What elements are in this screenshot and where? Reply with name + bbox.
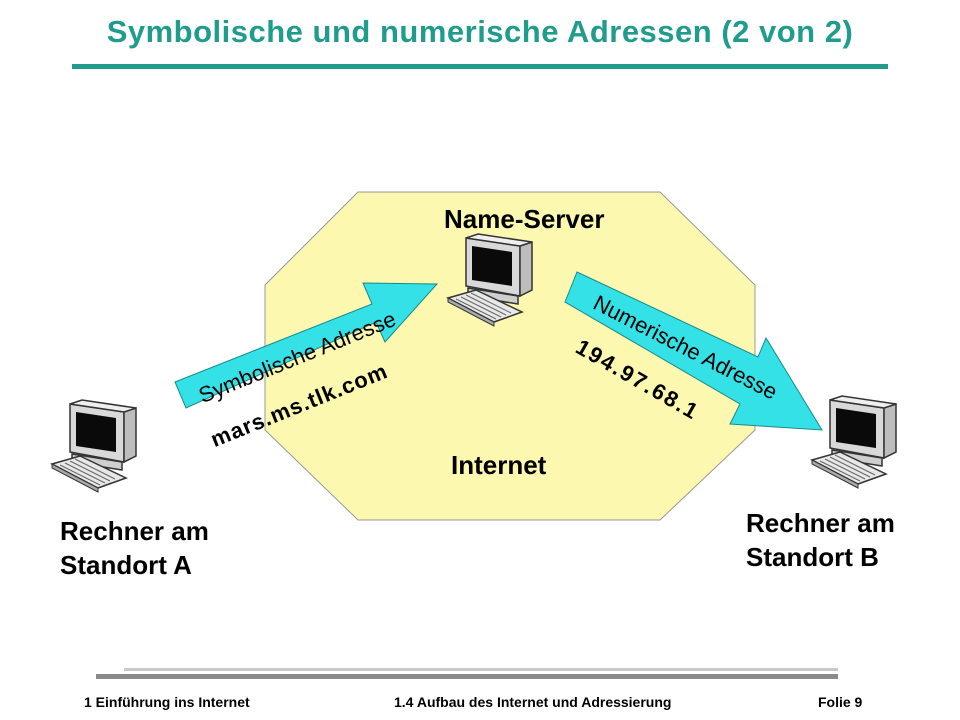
host-a-line-1: Rechner am (60, 516, 209, 546)
computer-icon (811, 395, 897, 489)
footer-chapter: 1 Einführung ins Internet (84, 694, 250, 710)
arrow-numeric (564, 271, 823, 431)
footer-rule (96, 674, 838, 679)
arrow-symbolic (174, 282, 439, 409)
host-a-label: Rechner am Standort A (60, 514, 209, 582)
slide-title: Symbolische und numerische Adressen (2 v… (106, 14, 854, 49)
footer-section: 1.4 Aufbau des Internet und Adressierung (394, 694, 672, 710)
computer-icon (51, 399, 137, 493)
host-b-line-1: Rechner am (746, 508, 895, 538)
host-b-line-2: Standort B (746, 542, 879, 572)
host-a-line-2: Standort A (60, 550, 192, 580)
internet-label: Internet (451, 450, 547, 480)
footer-rule-top (124, 668, 838, 671)
host-b-label: Rechner am Standort B (746, 506, 895, 574)
footer-slide-number: Folie 9 (818, 694, 863, 710)
title-rule (72, 64, 888, 69)
name-server-label: Name-Server (444, 204, 605, 234)
internet-cloud (264, 191, 756, 521)
